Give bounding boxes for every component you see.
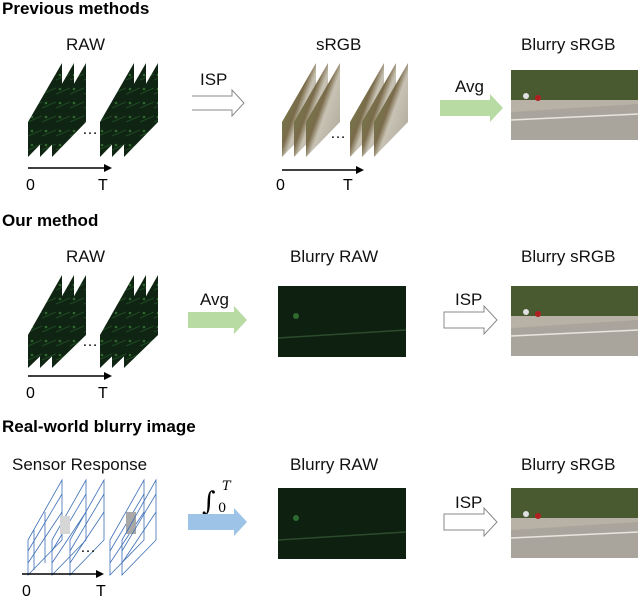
raw-frame [124, 63, 158, 157]
label-sensor-response: Sensor Response [12, 455, 147, 474]
axis-end: T [343, 177, 353, 194]
raw-frame [112, 275, 146, 368]
label-raw: RAW [66, 247, 105, 266]
isp-label: ISP [455, 493, 482, 512]
raw-frame [52, 275, 86, 368]
sensor-frame [51, 478, 87, 576]
sensor-frame [109, 478, 145, 576]
avg-arrow: Avg [188, 290, 247, 334]
srgb-frame [362, 63, 396, 157]
srgb-frame [374, 63, 408, 157]
integral-arrow: ∫ T 0 [188, 479, 247, 536]
axis-start: 0 [22, 583, 31, 600]
label-blurry-srgb: Blurry sRGB [521, 455, 615, 474]
axis-end: T [98, 177, 108, 194]
isp-label: ISP [200, 70, 227, 89]
isp-label: ISP [455, 290, 482, 309]
raw-frame [28, 63, 62, 157]
blurry-srgb-image [510, 70, 639, 140]
integral-lower: 0 [218, 501, 226, 516]
sensor-frame [69, 478, 105, 576]
label-blurry-raw: Blurry RAW [290, 247, 378, 266]
srgb-frame-stack: … [282, 63, 408, 157]
label-blurry-srgb: Blurry sRGB [521, 247, 615, 266]
sensor-frame [27, 478, 63, 576]
raw-frame [28, 275, 62, 368]
raw-frame-stack: … [28, 275, 158, 368]
isp-arrow: ISP [192, 70, 245, 118]
raw-frame [40, 63, 74, 157]
isp-arrow: ISP [443, 493, 498, 538]
heading-our-method: Our method [2, 211, 98, 230]
isp-arrow: ISP [443, 290, 498, 336]
blurry-srgb-image [510, 286, 639, 356]
raw-frame [112, 63, 146, 157]
raw-frame [100, 275, 134, 368]
axis-start: 0 [26, 177, 35, 194]
heading-real-world: Real-world blurry image [2, 417, 196, 436]
integral-upper: T [222, 479, 232, 494]
raw-frame-stack: … [28, 63, 158, 157]
sensor-response-grid [27, 478, 157, 576]
time-axis: 0 T [26, 164, 112, 194]
raw-frame [100, 63, 134, 157]
avg-arrow: Avg [440, 77, 503, 122]
srgb-frame [350, 63, 384, 157]
heading-previous-methods: Previous methods [2, 0, 149, 18]
srgb-frame [294, 63, 328, 157]
axis-end: T [98, 385, 108, 402]
raw-frame [40, 275, 74, 368]
label-srgb: sRGB [316, 35, 361, 54]
ellipsis: … [82, 333, 98, 350]
axis-end: T [96, 583, 106, 600]
raw-frame [124, 275, 158, 368]
ellipsis: … [82, 121, 98, 138]
time-axis: 0 T [276, 166, 364, 194]
blurry-raw-image [277, 286, 407, 357]
ellipsis: … [330, 125, 346, 142]
axis-start: 0 [26, 385, 35, 402]
label-blurry-srgb: Blurry sRGB [521, 35, 615, 54]
avg-label: Avg [200, 290, 229, 309]
blurry-raw-image [277, 488, 407, 559]
srgb-frame [282, 63, 316, 157]
srgb-frame [306, 63, 340, 157]
axis-start: 0 [276, 177, 285, 194]
label-raw: RAW [66, 35, 105, 54]
time-axis: 0 T [22, 570, 106, 600]
avg-label: Avg [455, 77, 484, 96]
ellipsis: … [80, 539, 96, 556]
blurry-srgb-image [510, 488, 639, 558]
sensor-frame [121, 478, 157, 576]
integral-symbol: ∫ [202, 487, 216, 517]
label-blurry-raw: Blurry RAW [290, 455, 378, 474]
raw-frame [52, 63, 86, 157]
time-axis: 0 T [26, 372, 112, 402]
